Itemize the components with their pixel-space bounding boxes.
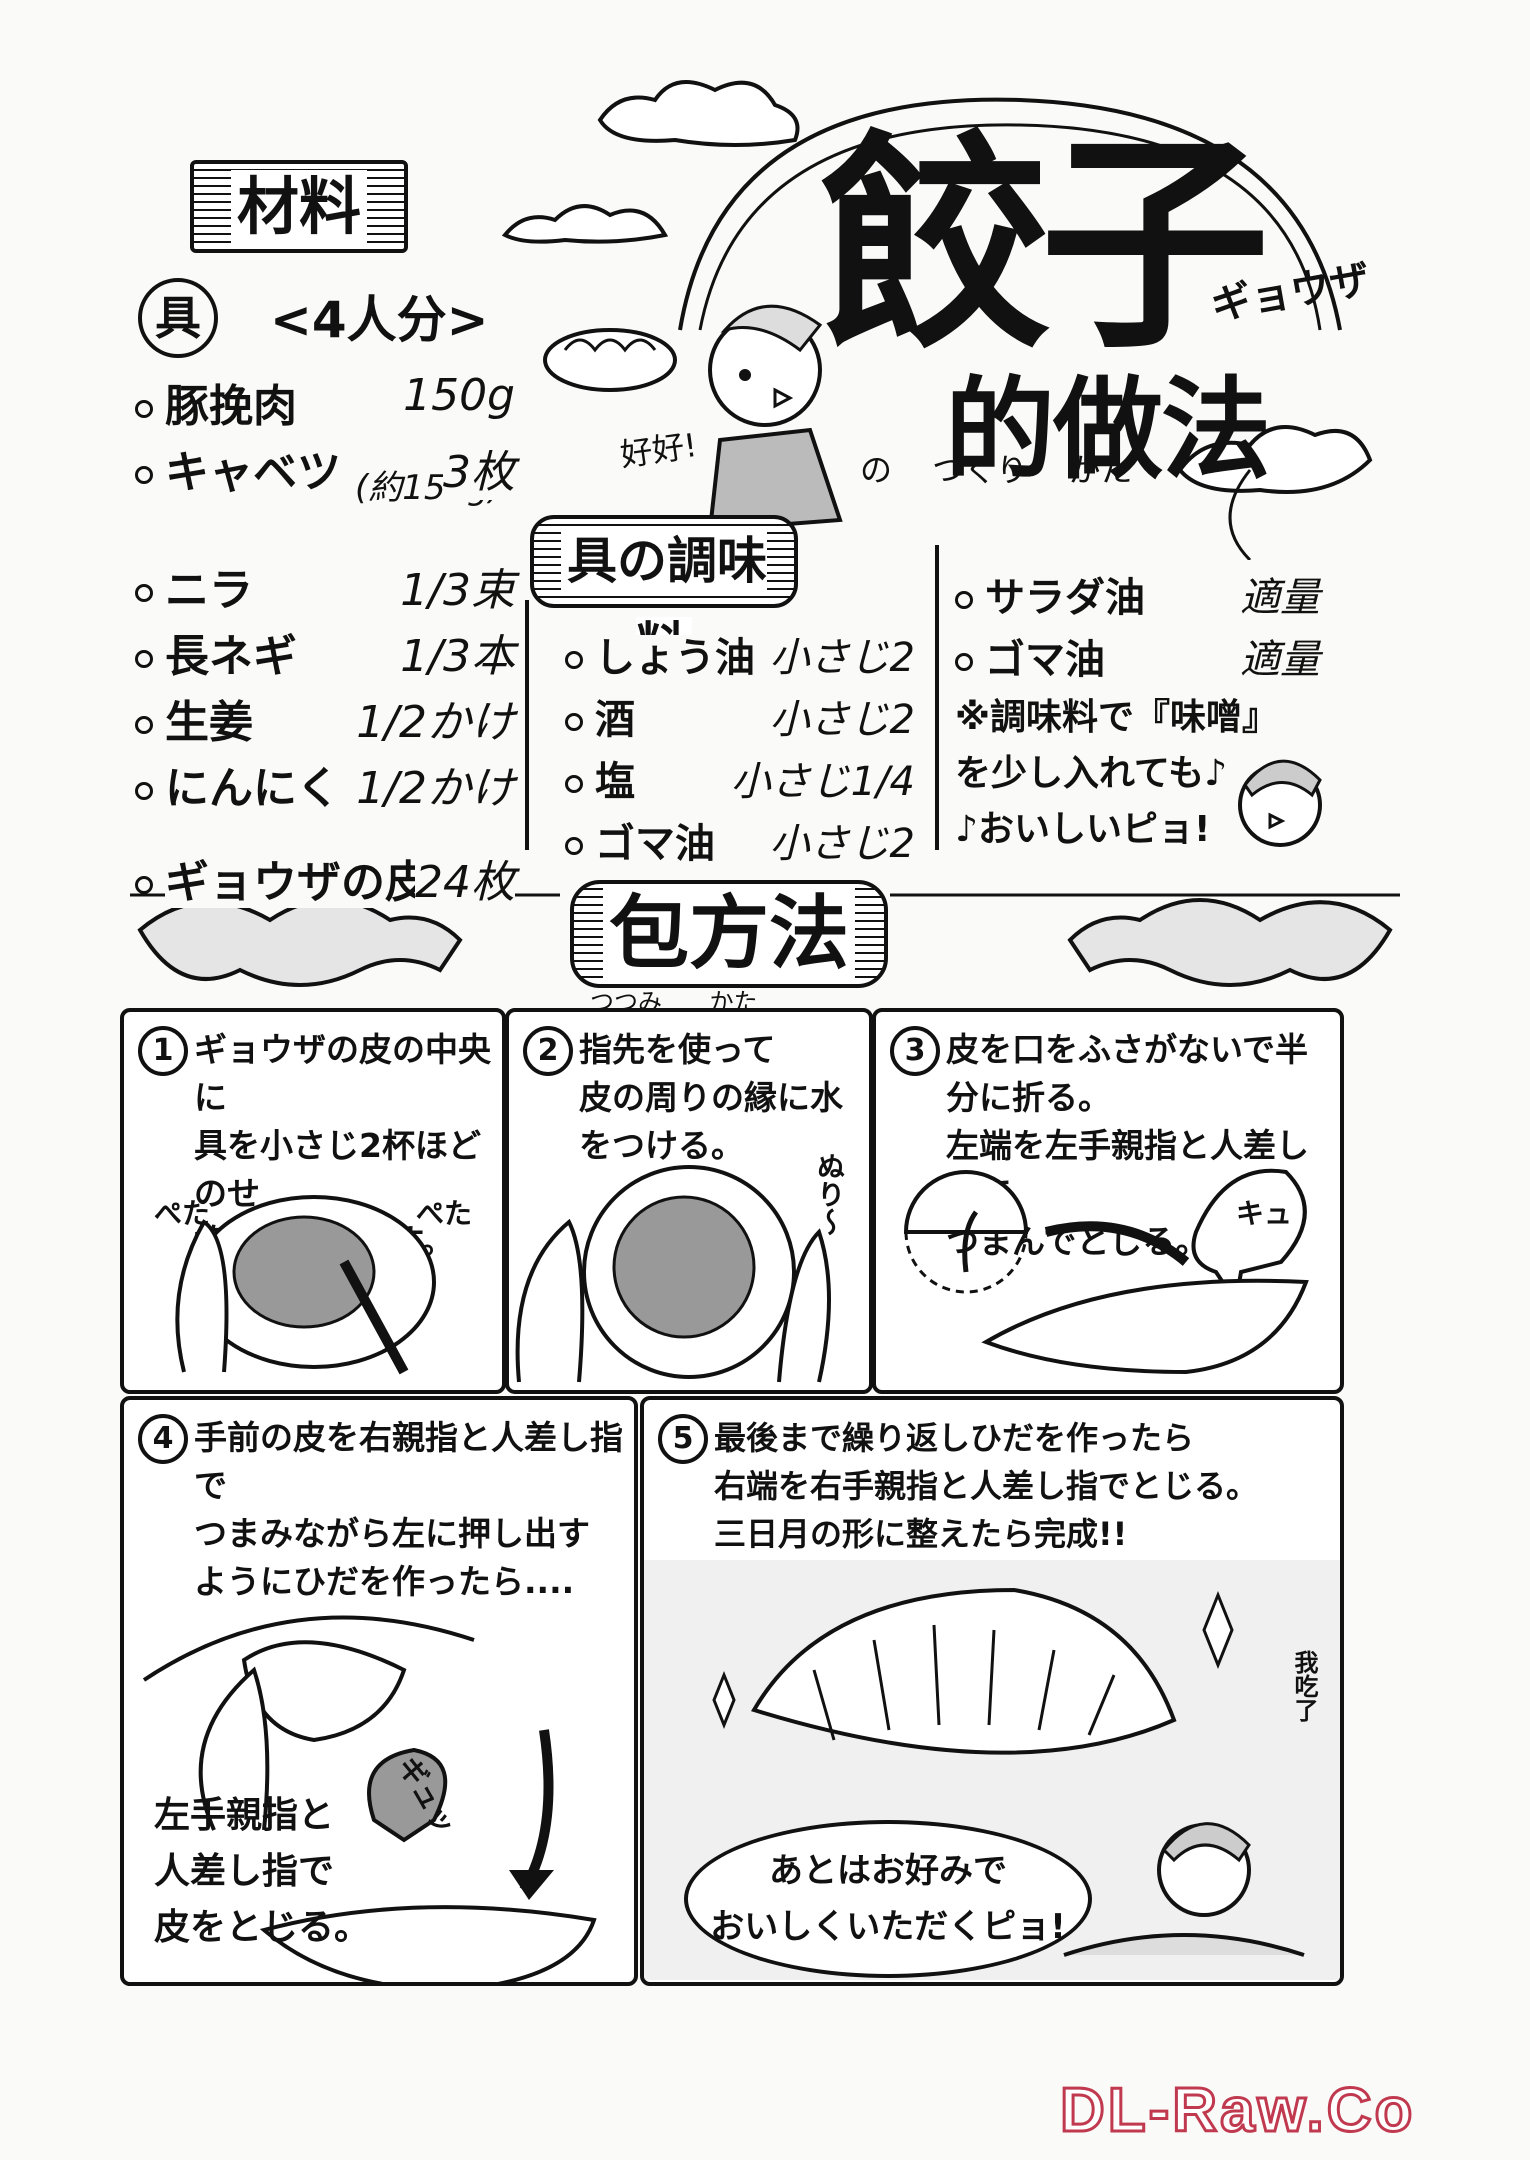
chick-mascot-illustration	[543, 304, 843, 533]
title-decoration	[501, 80, 1373, 560]
list-item: ゴマ油小さじ2	[565, 811, 915, 873]
bullet-icon	[135, 782, 153, 800]
wrapping-heading: 包方法	[570, 880, 888, 988]
divider	[525, 600, 529, 850]
filling-mark: 具	[138, 278, 218, 358]
list-item: 酒小さじ2	[565, 687, 915, 749]
step-text: 皮を口をふさがないで半分に折る。 左端を左手親指と人差し指で つまんでとじる。	[946, 1030, 1309, 1261]
bullet-icon	[565, 651, 583, 669]
list-item: しょう油小さじ2	[565, 625, 915, 687]
list-item: 塩小さじ1/4	[565, 749, 915, 811]
seasoning-list: しょう油小さじ2 酒小さじ2 塩小さじ1/4 ゴマ油小さじ2	[565, 625, 915, 873]
list-item: サラダ油適量	[955, 565, 1320, 627]
divider	[935, 545, 939, 850]
step-number: 5	[658, 1414, 708, 1464]
step-side-label: 左手親指と 人差し指で 皮をとじる。	[154, 1795, 371, 1948]
sfx-text: ぬり〜	[813, 1152, 846, 1236]
step-number: 1	[138, 1026, 188, 1076]
miso-tip-note: ※調味料で『味噌』 を少し入れても♪ ♪おいしいピョ!	[955, 697, 1278, 850]
speech-bubble: あとはお好みで おいしくいただくピョ!	[684, 1820, 1092, 1978]
bullet-icon	[955, 591, 973, 609]
list-item: ゴマ油適量	[955, 627, 1320, 689]
chick-face-illustration	[1238, 759, 1322, 847]
title-subtitle: 的做法	[945, 365, 1271, 494]
hand-illustration	[175, 1195, 436, 1375]
speech-line: おいしくいただくピョ!	[710, 1907, 1066, 1947]
step-number: 3	[890, 1026, 940, 1076]
step-panel-5: 5 最後まで繰り返しひだを作ったら 右端を右手親指と人差し指でとじる。 三日月の…	[640, 1396, 1344, 1986]
step-panel-3: 3 皮を口をふさがないで半分に折る。 左端を左手親指と人差し指で つまんでとじる…	[872, 1008, 1344, 1394]
step-number: 4	[138, 1414, 188, 1464]
bullet-icon	[565, 775, 583, 793]
step-panel-2: 2 指先を使って 皮の周りの縁に水をつける。 ぬり〜	[505, 1008, 873, 1394]
seasoning-heading: 具の調味料	[530, 515, 798, 675]
bullet-icon	[955, 653, 973, 671]
bullet-icon	[565, 713, 583, 731]
watermark-text: DL-Raw.Co	[1058, 2075, 1416, 2147]
fold-diagram-illustration	[903, 1168, 1309, 1375]
bullet-icon	[135, 650, 153, 668]
title-subtitle-ruby: の つくり かた	[860, 451, 1133, 489]
ingredients-heading: 材料	[190, 160, 408, 253]
servings: <4人分>	[270, 291, 489, 349]
title-main: 餃子	[820, 110, 1270, 380]
bullet-icon	[565, 837, 583, 855]
hand-illustration	[515, 1165, 831, 1383]
sfx-text: キュ	[1236, 1197, 1293, 1230]
step-text: 手前の皮を右親指と人差し指で つまみながら左に押し出す ようにひだを作ったら..…	[194, 1418, 623, 1601]
bullet-icon	[135, 400, 153, 418]
step-text: 最後まで繰り返しひだを作ったら 右端を右手親指と人差し指でとじる。 三日月の形に…	[714, 1419, 1259, 1553]
bullet-icon	[135, 584, 153, 602]
step-text: 指先を使って 皮の周りの縁に水をつける。	[579, 1030, 843, 1165]
hand-pleating-illustration	[142, 1615, 597, 1982]
step-number: 2	[523, 1026, 573, 1076]
step-panel-4: 4 手前の皮を右親指と人差し指で つまみながら左に押し出す ようにひだを作ったら…	[120, 1396, 638, 1986]
finished-gyoza-illustration	[644, 1560, 1340, 1980]
bullet-icon	[135, 716, 153, 734]
sfx-text: 我吃了	[1290, 1650, 1318, 1722]
speech-line: あとはお好みで	[769, 1851, 1007, 1891]
step-panel-1: 1 ギョウザの皮の中央に 具を小さじ2杯ほどのせ 楕円形にならす。 ぺた ぺた	[120, 1008, 506, 1394]
bullet-icon	[135, 466, 153, 484]
bullet-icon	[135, 876, 153, 894]
oil-list: サラダ油適量 ゴマ油適量	[955, 565, 1320, 689]
sfx-text: ぺた	[415, 1197, 472, 1230]
